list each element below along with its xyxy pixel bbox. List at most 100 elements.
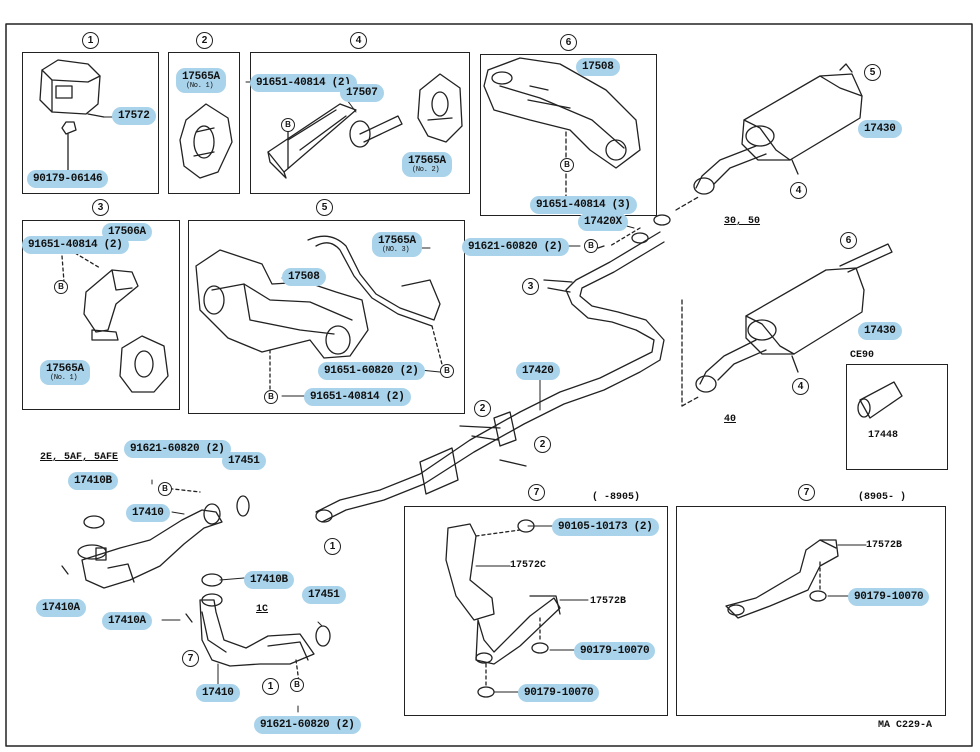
part-17565A-no1[interactable]: 17565A(No. 1)	[176, 68, 226, 93]
part-90179-10070-b[interactable]: 90179-10070	[518, 684, 600, 702]
part-17565A-no1-box3[interactable]: 17565A(No. 1)	[40, 360, 90, 385]
bolt-b-marker-5a: B	[264, 390, 278, 404]
exhaust-pipe-17420-drawing	[315, 195, 701, 523]
part-number: 17565A	[408, 155, 446, 167]
part-17572[interactable]: 17572	[112, 107, 156, 125]
tailpipe-17448-drawing	[857, 381, 903, 419]
bracket-17572C-drawing	[445, 519, 561, 698]
ref-7-front-pipe: 7	[182, 650, 199, 667]
bolt-b-marker-1: B	[281, 118, 295, 132]
box-6	[480, 54, 657, 216]
part-17410-1c[interactable]: 17410	[196, 684, 240, 702]
ref-2-pipe-lower: 2	[534, 436, 551, 453]
ref-6-muffler-lower: 6	[840, 232, 857, 249]
ref-1-front-pipe: 1	[262, 678, 279, 695]
part-91651-40814-box3[interactable]: 91651-40814 (2)	[22, 236, 129, 254]
part-17410A-1c[interactable]: 17410A	[102, 612, 152, 630]
part-17508-box6[interactable]: 17508	[576, 58, 620, 76]
date-range-after: (8905- )	[858, 492, 907, 503]
part-17451-2e[interactable]: 17451	[222, 452, 266, 470]
part-17507[interactable]: 17507	[340, 84, 384, 102]
ref-4-muffler-upper: 4	[790, 182, 807, 199]
part-17410B-1c[interactable]: 17410B	[244, 571, 294, 589]
hanger-17565A-no1-drawing	[179, 103, 233, 179]
part-17420[interactable]: 17420	[516, 362, 560, 380]
part-17430-upper[interactable]: 17430	[858, 120, 902, 138]
part-qualifier: (No. 2)	[412, 166, 440, 174]
part-qualifier: (NO. 3)	[382, 246, 410, 254]
hanger-17565A-no2-drawing	[417, 73, 463, 143]
section-1-marker: 1	[82, 32, 99, 49]
box-4	[250, 52, 470, 194]
part-qualifier: (No. 1)	[186, 82, 214, 90]
front-pipe-17410-2e-drawing	[61, 487, 250, 589]
section-7-marker-b: 7	[798, 484, 815, 501]
part-17565A-no2[interactable]: 17565A(No. 2)	[402, 152, 452, 177]
box-7-before-8905	[404, 506, 668, 716]
part-number: 17565A	[46, 363, 84, 375]
bolt-b-marker-1c: B	[290, 678, 304, 692]
part-17410-2e[interactable]: 17410	[126, 504, 170, 522]
part-91651-40814-box4[interactable]: 91651-40814 (2)	[250, 74, 357, 92]
mount-bracket-17572-drawing	[39, 59, 105, 171]
part-17565A-no3[interactable]: 17565A(NO. 3)	[372, 232, 422, 257]
part-17451-1c[interactable]: 17451	[302, 586, 346, 604]
part-90179-10070-c[interactable]: 90179-10070	[848, 588, 930, 606]
section-6-marker: 6	[560, 34, 577, 51]
part-number: 17565A	[182, 71, 220, 83]
part-91621-60820-1c[interactable]: 91621-60820 (2)	[254, 716, 361, 734]
part-91621-60820-2e[interactable]: 91621-60820 (2)	[124, 440, 231, 458]
part-17572C: 17572C	[510, 560, 547, 571]
part-17420X[interactable]: 17420X	[578, 213, 628, 231]
bolt-b-marker-pipe: B	[584, 239, 598, 253]
part-17410B-2e[interactable]: 17410B	[68, 472, 118, 490]
date-range-before: ( -8905)	[592, 492, 641, 503]
box-3	[22, 220, 180, 410]
box-7-after-8905	[676, 506, 946, 716]
part-17410A-2e[interactable]: 17410A	[36, 599, 86, 617]
engine-label-2e: 2E, 5AF, 5AFE	[40, 452, 119, 463]
part-91651-40814-box5[interactable]: 91651-40814 (2)	[304, 388, 411, 406]
part-17430-lower[interactable]: 17430	[858, 322, 902, 340]
variant-label-30-50: 30, 50	[724, 216, 761, 227]
part-17508-box5[interactable]: 17508	[282, 268, 326, 286]
part-90105-10173[interactable]: 90105-10173 (2)	[552, 518, 659, 536]
section-3-marker: 3	[92, 199, 109, 216]
bolt-b-marker-2e: B	[158, 482, 172, 496]
variant-label-ce90: CE90	[850, 350, 875, 361]
part-91651-60820[interactable]: 91651-60820 (2)	[318, 362, 425, 380]
section-2-marker: 2	[196, 32, 213, 49]
part-17572B-before: 17572B	[590, 596, 627, 607]
muffler-17430-lower-drawing	[695, 243, 893, 393]
part-17448: 17448	[868, 430, 899, 441]
part-90179-06146[interactable]: 90179-06146	[27, 170, 109, 188]
part-qualifier: (No. 1)	[50, 374, 78, 382]
ref-4-muffler-lower: 4	[792, 378, 809, 395]
section-7-marker-a: 7	[528, 484, 545, 501]
part-17572B-after: 17572B	[866, 540, 903, 551]
ref-3-pipe: 3	[522, 278, 539, 295]
box-5	[188, 220, 465, 414]
crossmember-17508-mid-drawing	[195, 235, 445, 395]
ref-1-pipe: 1	[324, 538, 341, 555]
part-91621-60820-pipe[interactable]: 91621-60820 (2)	[462, 238, 569, 256]
ref-5-muffler-upper: 5	[864, 64, 881, 81]
box-2	[168, 52, 240, 194]
bracket-17507-drawing	[267, 103, 403, 179]
muffler-17430-upper-drawing	[693, 63, 863, 195]
bracket-17572B-drawing	[725, 539, 839, 619]
box-ce90	[846, 364, 948, 470]
bolt-b-marker-6: B	[560, 158, 574, 172]
bolt-b-marker-5b: B	[440, 364, 454, 378]
diagram-id: MA C229-A	[878, 720, 933, 731]
section-4-marker: 4	[350, 32, 367, 49]
box-1	[22, 52, 159, 194]
part-number: 17565A	[378, 235, 416, 247]
engine-label-1c: 1C	[256, 604, 269, 615]
part-91651-40814-box6[interactable]: 91651-40814 (3)	[530, 196, 637, 214]
ref-2-pipe-upper: 2	[474, 400, 491, 417]
section-5-marker: 5	[316, 199, 333, 216]
part-90179-10070-a[interactable]: 90179-10070	[574, 642, 656, 660]
variant-label-40: 40	[724, 414, 737, 425]
